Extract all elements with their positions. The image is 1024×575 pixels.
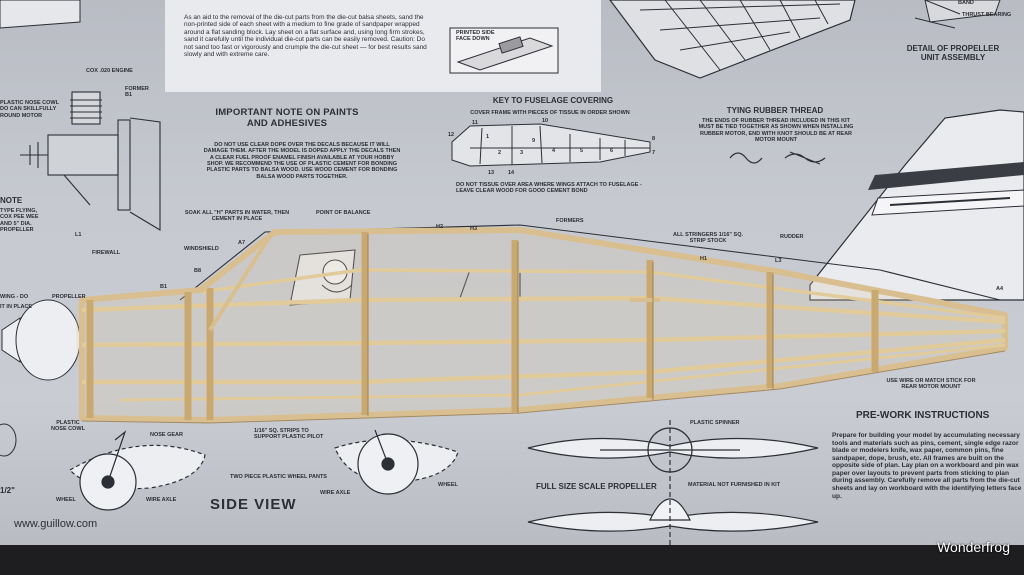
fuselage-key-note: DO NOT TISSUE OVER AREA WHERE WINGS ATTA…	[456, 182, 642, 195]
part-label-a4: A4	[996, 286, 1004, 292]
key-number-11: 11	[472, 120, 478, 126]
soak-label: SOAK ALL "H" PARTS IN WATER, THEN CEMENT…	[184, 210, 290, 223]
l1-label: L1	[75, 232, 82, 238]
knot-drawing	[729, 151, 826, 165]
band-label: BAND	[958, 0, 974, 6]
key-number-8: 8	[652, 136, 656, 142]
rudder-label: RUDDER	[780, 234, 804, 240]
engine-label: COX .020 ENGINE	[86, 68, 133, 74]
paints-note-title: IMPORTANT NOTE ON PAINTS AND ADHESIVES	[215, 107, 359, 129]
windshield-label: WINDSHIELD	[184, 246, 219, 252]
balsa-fuselage-frame	[75, 226, 1008, 424]
rear-mount-label: USE WIRE OR MATCH STICK FOR REAR MOTOR M…	[886, 378, 976, 391]
fuselage-key-title: KEY TO FUSELAGE COVERING	[492, 96, 614, 105]
key-number-1: 1	[486, 134, 490, 140]
nose-cowl-label: PLASTIC NOSE COWL DO CAN SKILLFULLY ROUN…	[0, 100, 59, 119]
spinner-label: PLASTIC SPINNER	[690, 420, 740, 426]
propeller-side-drawing	[0, 299, 81, 457]
wheel-label-right: WHEEL	[438, 482, 458, 488]
propeller-unit-title: DETAIL OF PROPELLER UNIT ASSEMBLY	[906, 44, 1000, 63]
part-label-a7: A7	[238, 240, 246, 246]
rubber-thread-title: TYING RUBBER THREAD	[726, 106, 824, 115]
engine-note-title: NOTE	[0, 196, 23, 205]
formers-label: FORMERS	[556, 218, 584, 224]
rudder-drawing	[809, 109, 1024, 301]
wing-drawing	[609, 0, 856, 79]
prework-title: PRE-WORK INSTRUCTIONS	[856, 410, 990, 421]
nose-gear-label: NOSE GEAR	[150, 432, 184, 438]
side-view-title: SIDE VIEW	[210, 496, 297, 513]
propeller-unit-drawing	[914, 0, 1001, 29]
part-label-b1: B1	[160, 284, 168, 290]
point-of-balance-label: POINT OF BALANCE	[316, 210, 371, 216]
part-label-h1: H1	[700, 256, 708, 262]
key-number-9: 9	[532, 138, 536, 144]
plastic-nose-cowl-label: PLASTIC NOSE COWL	[51, 420, 85, 433]
part-label-b8: B8	[194, 268, 202, 274]
fuselage-key-drawing	[451, 123, 651, 167]
printed-side-label: PRINTED SIDE FACE DOWN	[456, 30, 495, 43]
sanding-diagram	[449, 27, 559, 74]
paints-note-text: DO NOT USE CLEAR DOPE OVER THE DECALS BE…	[203, 142, 401, 180]
key-number-3: 3	[520, 150, 524, 156]
former-b1-label: FORMER B1	[125, 86, 149, 99]
wheel-pants-label: TWO PIECE PLASTIC WHEEL PANTS	[230, 474, 327, 480]
part-label-h3: H3	[470, 226, 478, 232]
key-number-7: 7	[652, 150, 656, 156]
part-label-h2: H2	[436, 224, 444, 230]
key-number-2: 2	[498, 150, 502, 156]
key-number-6: 6	[610, 148, 614, 154]
material-label: MATERIAL NOT FURNISHED IN KIT	[688, 482, 781, 488]
photo-watermark: Wonderfrog	[937, 539, 1010, 555]
key-number-12: 12	[448, 132, 455, 138]
part-label-l3: L3	[775, 258, 782, 264]
pilot-strips-label: 1/16" SQ. STRIPS TO SUPPORT PLASTIC PILO…	[254, 428, 324, 441]
top-left-plan-corner	[0, 0, 81, 29]
firewall-label: FIREWALL	[92, 250, 121, 256]
prework-text: Prepare for building your model by accum…	[832, 432, 1022, 500]
key-number-5: 5	[580, 148, 584, 154]
wing-do-label: WING - DO	[0, 294, 29, 300]
stringers-label: ALL STRINGERS 1/16" SQ. STRIP STOCK	[672, 232, 744, 245]
key-number-13: 13	[488, 170, 495, 176]
engine-drawing	[20, 91, 161, 231]
half-inch-label: 1/2"	[0, 486, 15, 495]
fuselage-key-subtitle: COVER FRAME WITH PIECES OF TISSUE IN ORD…	[470, 110, 630, 116]
key-number-14: 14	[508, 170, 515, 176]
wheel-label-left: WHEEL	[56, 497, 76, 503]
propeller-label: PROPELLER	[52, 294, 86, 300]
key-number-10: 10	[542, 118, 549, 124]
sanding-instructions: As an aid to the removal of the die-cut …	[184, 14, 427, 59]
rubber-thread-text: THE ENDS OF RUBBER THREAD INCLUDED IN TH…	[698, 118, 854, 143]
landing-gear-drawing	[69, 429, 459, 511]
full-scale-propeller-drawing	[527, 420, 819, 548]
propeller-drawing-title: FULL SIZE SCALE PROPELLER	[536, 482, 657, 491]
thrust-bearing-label: THRUST BEARING	[962, 12, 1012, 18]
in-place-label: IT IN PLACE	[0, 304, 33, 310]
wire-axle-label-right: WIRE AXLE	[320, 490, 351, 496]
website-url: www.guillow.com	[14, 518, 98, 530]
engine-note-text: TYPE FLYING, COX PEE WEE AND 5" DIA. PRO…	[0, 208, 39, 233]
wire-axle-label-left: WIRE AXLE	[146, 497, 177, 503]
key-number-4: 4	[552, 148, 556, 154]
